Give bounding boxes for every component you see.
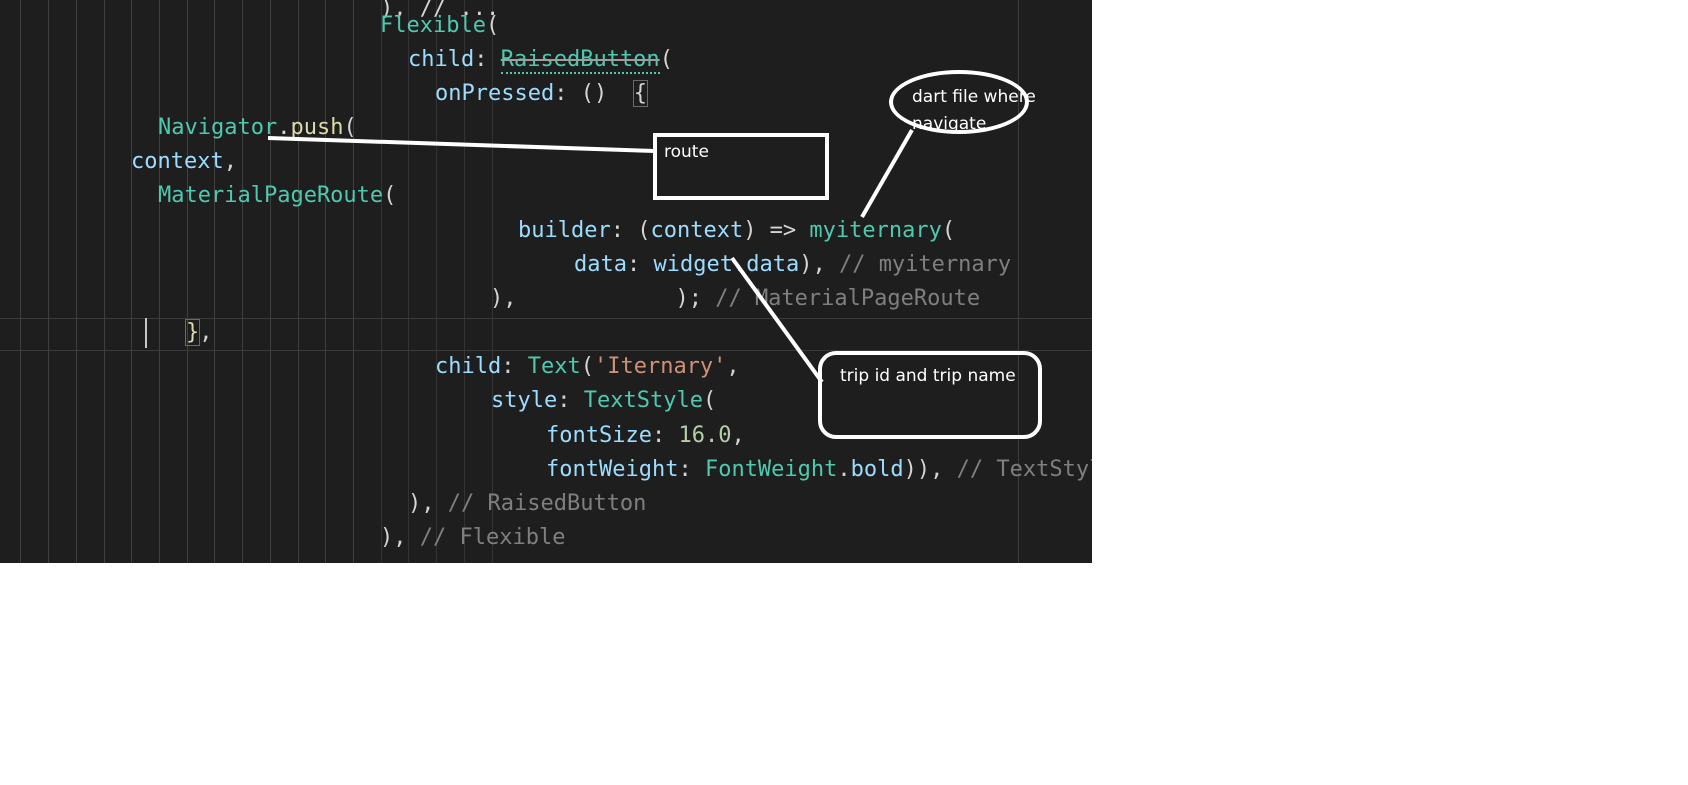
indent-guide bbox=[76, 0, 77, 563]
matched-brace: } bbox=[184, 319, 201, 346]
indent-guide bbox=[242, 0, 243, 563]
trip-connector bbox=[730, 256, 824, 384]
code-line: builder: (context) => myiternary( bbox=[518, 218, 956, 243]
text-cursor bbox=[145, 318, 147, 348]
deprecated-class: RaisedButton bbox=[500, 47, 660, 74]
indent-guide bbox=[353, 0, 354, 563]
code-line: fontWeight: FontWeight.bold)), // TextSt… bbox=[546, 457, 1092, 482]
indent-guide bbox=[104, 0, 105, 563]
code-line: data: widget.data), // myiternary bbox=[574, 252, 1012, 277]
indent-guide bbox=[464, 0, 465, 563]
indent-guide bbox=[270, 0, 271, 563]
code-line: ), // RaisedButton bbox=[408, 491, 647, 516]
code-line: onPressed: () { bbox=[435, 80, 648, 107]
code-line: context, bbox=[131, 149, 237, 174]
indent-guide bbox=[325, 0, 326, 563]
indent-guide bbox=[48, 0, 49, 563]
indent-guide bbox=[159, 0, 160, 563]
route-annotation-box bbox=[653, 133, 829, 200]
indent-guide bbox=[187, 0, 188, 563]
dart-file-annotation-ellipse bbox=[889, 70, 1029, 134]
annotation-lines bbox=[267, 129, 914, 384]
indent-guide bbox=[492, 0, 493, 563]
code-line: child: RaisedButton( bbox=[408, 47, 673, 74]
dart-file-connector bbox=[860, 129, 914, 218]
editor-ruler bbox=[1018, 0, 1019, 563]
route-connector bbox=[267, 136, 656, 153]
code-line: ), ); // MaterialPageRoute bbox=[490, 286, 981, 311]
indent-guide bbox=[20, 0, 21, 563]
code-line: }, bbox=[184, 319, 213, 346]
code-line: ), // Flexible bbox=[380, 525, 566, 550]
code-line: style: TextStyle( bbox=[491, 388, 717, 413]
code-line: fontSize: 16.0, bbox=[546, 423, 745, 448]
code-line: MaterialPageRoute( bbox=[158, 183, 397, 208]
indent-guide bbox=[436, 0, 437, 563]
code-line: child: Text('Iternary', bbox=[435, 354, 740, 379]
code-line: Flexible( bbox=[380, 13, 500, 38]
current-line-bottom bbox=[0, 350, 1092, 351]
indent-guide bbox=[408, 0, 409, 563]
matched-brace: { bbox=[632, 80, 648, 107]
indent-guide bbox=[131, 0, 132, 563]
code-line: Navigator.push( bbox=[158, 115, 357, 140]
indent-guide bbox=[381, 0, 382, 563]
route-annotation-label: route bbox=[664, 142, 709, 162]
dart-file-annotation-label: dart file where navigate bbox=[912, 87, 1036, 134]
code-line: ), // ... bbox=[380, 0, 500, 21]
indent-guide bbox=[298, 0, 299, 563]
indent-guide bbox=[214, 0, 215, 563]
trip-annotation-box bbox=[818, 351, 1042, 439]
trip-annotation-label: trip id and trip name bbox=[840, 366, 1016, 386]
current-line-top bbox=[0, 318, 1092, 319]
